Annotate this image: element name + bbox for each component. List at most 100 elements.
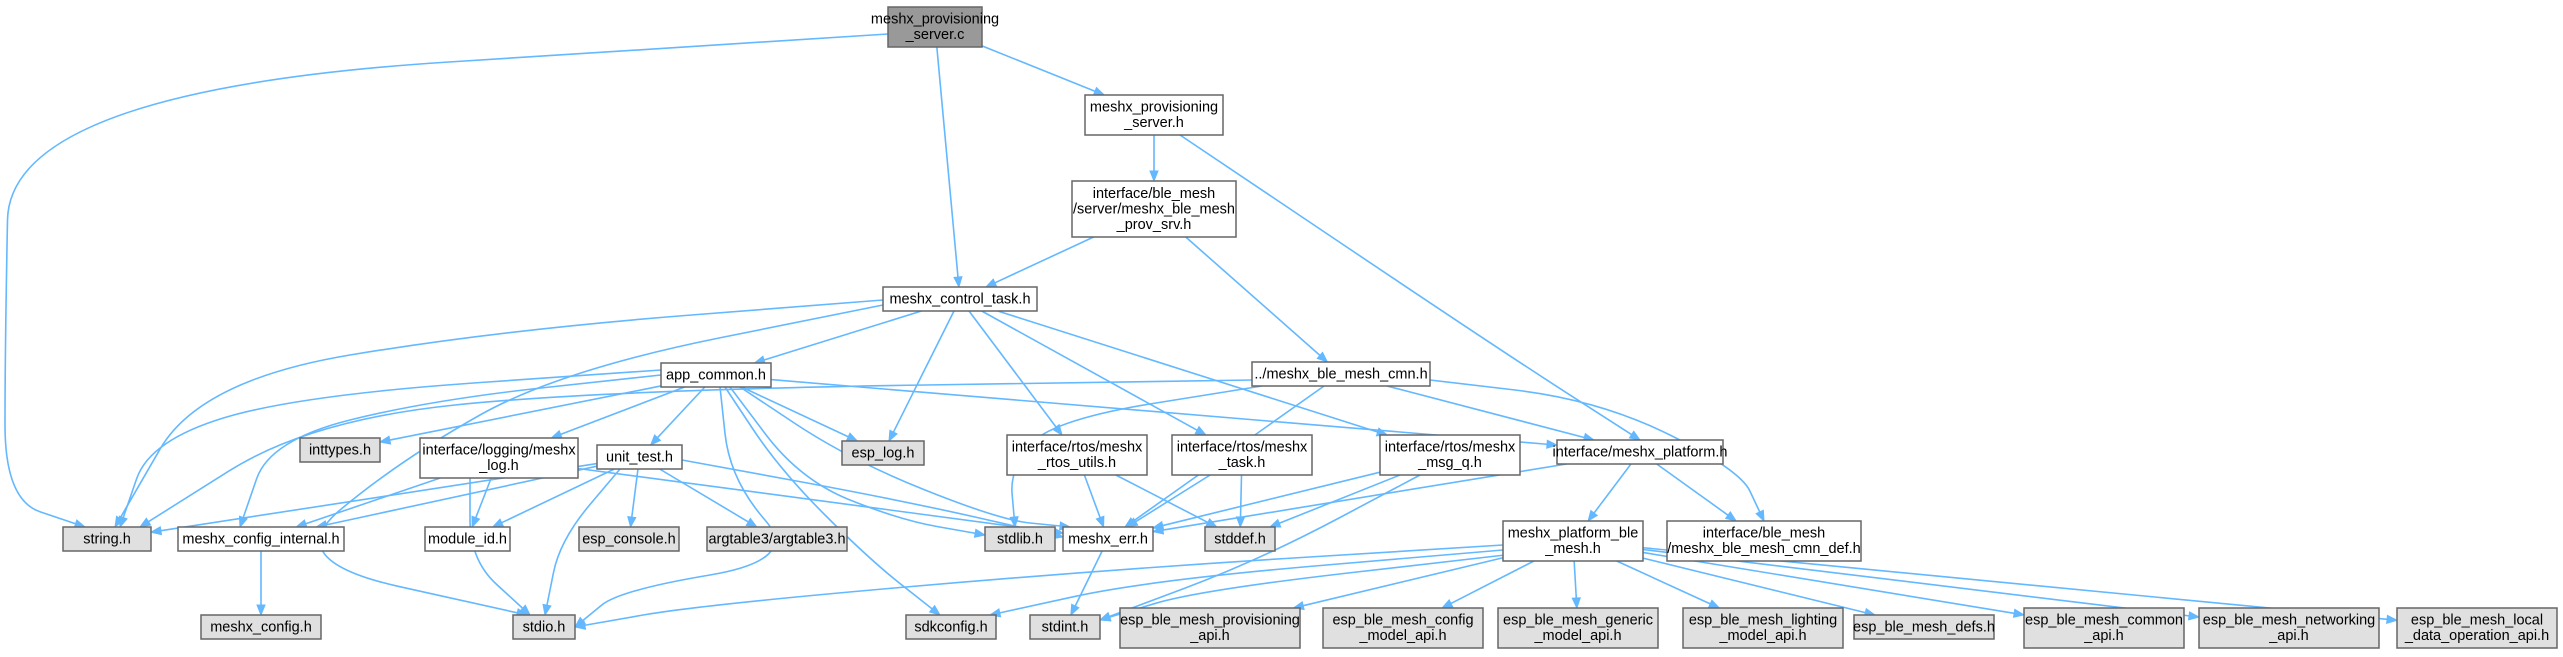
node-platform-ble[interactable]: meshx_platform_ble_mesh.h [1502,520,1644,562]
node-ble-common-api: esp_ble_mesh_common_api.h [2023,607,2185,649]
edge-line [242,374,662,518]
node-label-line: esp_log.h [852,445,915,461]
node-box [1006,434,1148,476]
node-box [841,440,925,466]
node-box [887,6,983,48]
edge-line [936,46,959,278]
node-box [1029,614,1101,640]
edge-root-to-prov_h [981,45,1106,96]
node-box [1666,520,1862,562]
node-label-line: meshx_provisioning [1090,100,1218,116]
node-app-common[interactable]: app_common.h [660,362,772,388]
edge-prov_h-to-prov_srv [1149,135,1159,183]
node-string: string.h [62,526,152,552]
edge-line [1429,379,1761,513]
node-cmn-def[interactable]: interface/ble_mesh/meshx_ble_mesh_cmn_de… [1666,520,1862,562]
node-platform[interactable]: interface/meshx_platform.h [1553,439,1728,465]
edge-app_common-to-unit_test [649,386,706,446]
edge-line [656,386,706,439]
node-rtos-task[interactable]: interface/rtos/meshx_task.h [1171,434,1313,476]
node-rtos-utils[interactable]: interface/rtos/meshx_rtos_utils.h [1006,434,1148,476]
node-meshx-err[interactable]: meshx_err.h [1062,526,1154,552]
node-label-line: _model_api.h [1358,628,1446,644]
node-label-line: _api.h [1189,628,1230,644]
edge-platform_ble-to-ble_config_api [1440,560,1535,609]
node-label-line: esp_ble_mesh_common [2025,613,2183,629]
edge-app_common-to-esp_log [741,386,859,442]
node-ble-prov-api: esp_ble_mesh_provisioning_api.h [1119,607,1301,649]
node-label-line: esp_ble_mesh_lighting [1689,613,1837,629]
edge-arrowhead [1149,170,1159,183]
edge-logging-to-config_internal [294,477,441,529]
node-label-line: interface/rtos/meshx [1385,440,1516,456]
node-label-line: ../meshx_ble_mesh_cmn.h [1254,366,1427,382]
edge-line [763,310,922,361]
edge-msg_q-to-stddef [1268,474,1401,528]
node-box [1497,607,1659,649]
node-label-line: interface/logging/meshx [422,443,576,459]
node-box [299,437,381,463]
edge-line [1616,560,1711,605]
edge-arrowhead [1724,511,1738,522]
edge-arrowhead [2386,614,2399,625]
edge-meshx_err-to-stdint [1070,550,1103,617]
node-label-line: argtable3/argtable3.h [708,531,845,547]
node-box [1322,607,1484,649]
edge-platform_ble-to-sdkconfig [988,549,1504,618]
node-box [706,526,848,552]
node-msg-q[interactable]: interface/rtos/meshx_msg_q.h [1379,434,1521,476]
edge-arrowhead [1098,612,1112,622]
node-prov-srv[interactable]: interface/ble_mesh/server/meshx_ble_mesh… [1071,180,1237,238]
edge-line [1656,463,1729,516]
edge-app_common-to-stdlib [729,386,987,538]
node-unit-test[interactable]: unit_test.h [596,444,683,470]
edge-arrowhead [1628,430,1642,441]
node-cmn[interactable]: ../meshx_ble_mesh_cmn.h [1251,361,1431,387]
node-label-line: _api.h [2083,628,2124,644]
node-stdio: stdio.h [512,614,576,640]
edge-unit_test-to-esp_console [627,468,639,529]
edge-line [999,549,1504,614]
node-label-line: meshx_config.h [210,619,312,635]
edge-line [1642,551,2015,615]
edge-line [122,369,662,518]
node-label-line: interface/rtos/meshx [1012,440,1143,456]
edge-unit_test-to-module_id [491,468,615,528]
node-meshx-config: meshx_config.h [200,614,322,640]
node-label-line: sdkconfig.h [914,619,987,635]
node-box [1682,607,1844,649]
edge-line [469,478,524,609]
node-module-id[interactable]: module_id.h [424,526,511,552]
edge-prov_srv-to-cmn [1185,236,1329,363]
edge-arrowhead [573,620,587,630]
edge-line [681,459,1054,536]
node-label-line: _log.h [478,458,519,474]
edge-arrowhead [1268,518,1282,528]
edge-line [770,378,1548,446]
node-root[interactable]: meshx_provisioning_server.c [871,6,999,48]
edge-arrowhead [1546,439,1559,449]
node-label-line: unit_test.h [606,449,673,465]
edge-arrowhead [491,518,505,528]
edge-line [997,310,1378,433]
edge-arrowhead [149,525,163,536]
edge-line [739,386,1061,527]
edge-logging-to-module_id [471,477,492,529]
edge-control-to-esp_log [888,310,955,443]
edge-line [582,386,776,622]
node-config-internal[interactable]: meshx_config_internal.h [177,526,345,552]
edge-line [968,310,1057,428]
node-logging[interactable]: interface/logging/meshx_log.h [419,437,579,479]
node-label-line: stdint.h [1042,619,1089,635]
node-esp-console: esp_console.h [578,526,680,552]
node-box [1502,520,1644,562]
node-control[interactable]: meshx_control_task.h [882,286,1038,312]
node-label-line: meshx_config_internal.h [182,531,339,547]
edge-line [981,310,1198,431]
node-prov-h[interactable]: meshx_provisioning_server.h [1084,94,1224,136]
node-label-line: meshx_control_task.h [889,291,1030,307]
node-box [578,526,680,552]
edge-arrowhead [845,432,859,442]
edge-prov_srv-to-control [984,236,1094,288]
edge-line [584,544,1504,627]
